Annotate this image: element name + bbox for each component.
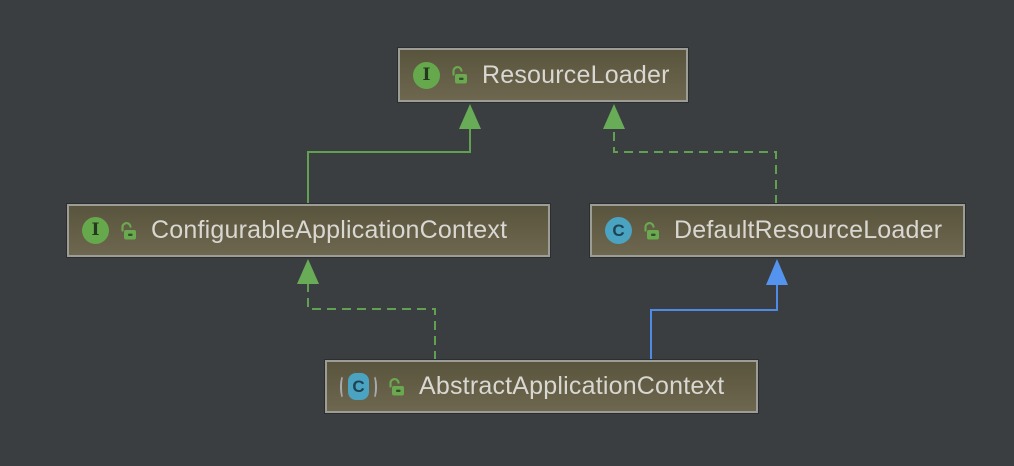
class-name-label: AbstractApplicationContext xyxy=(419,372,725,400)
interface-icon-letter: I xyxy=(91,220,100,240)
class-node-abstractapplicationcontext[interactable]: C AbstractApplicationContext xyxy=(325,360,758,413)
class-name-label: ConfigurableApplicationContext xyxy=(151,216,508,244)
class-name-label: DefaultResourceLoader xyxy=(674,216,943,244)
abstract-class-icon: C xyxy=(340,373,377,400)
interface-icon: I xyxy=(82,217,109,244)
edge-line xyxy=(650,284,778,360)
triangle-arrowhead-icon xyxy=(297,259,319,284)
edge-line xyxy=(613,128,777,204)
interface-icon-letter: I xyxy=(422,64,431,85)
abstract-paren-right xyxy=(370,374,377,399)
unlocked-padlock-icon xyxy=(389,377,404,395)
class-name-label: ResourceLoader xyxy=(482,60,670,89)
edge-abstractapplicationcontext-to-defaultresourceloader[interactable] xyxy=(650,259,788,360)
class-node-defaultresourceloader[interactable]: C DefaultResourceLoader xyxy=(590,204,965,257)
edge-abstractapplicationcontext-to-configurableapplicationcontext[interactable] xyxy=(297,259,436,360)
abstract-class-badge: C xyxy=(348,373,369,400)
abstract-paren-left xyxy=(340,374,347,399)
edge-configurableapplicationcontext-to-resourceloader[interactable] xyxy=(307,104,481,204)
edge-line xyxy=(307,283,436,360)
triangle-arrowhead-icon xyxy=(766,259,788,285)
edge-defaultresourceloader-to-resourceloader[interactable] xyxy=(603,104,777,204)
class-node-resourceloader[interactable]: I ResourceLoader xyxy=(398,48,688,102)
class-icon-letter: C xyxy=(352,377,365,396)
class-icon-letter: C xyxy=(612,221,625,240)
triangle-arrowhead-icon xyxy=(459,104,481,129)
class-icon: C xyxy=(605,217,632,244)
interface-icon: I xyxy=(413,61,440,89)
unlocked-padlock-icon xyxy=(644,221,659,239)
edge-line xyxy=(307,128,471,204)
unlocked-padlock-icon xyxy=(121,221,136,239)
class-node-configurableapplicationcontext[interactable]: I ConfigurableApplicationContext xyxy=(67,204,550,257)
triangle-arrowhead-icon xyxy=(603,104,625,129)
unlocked-padlock-icon xyxy=(452,66,467,84)
